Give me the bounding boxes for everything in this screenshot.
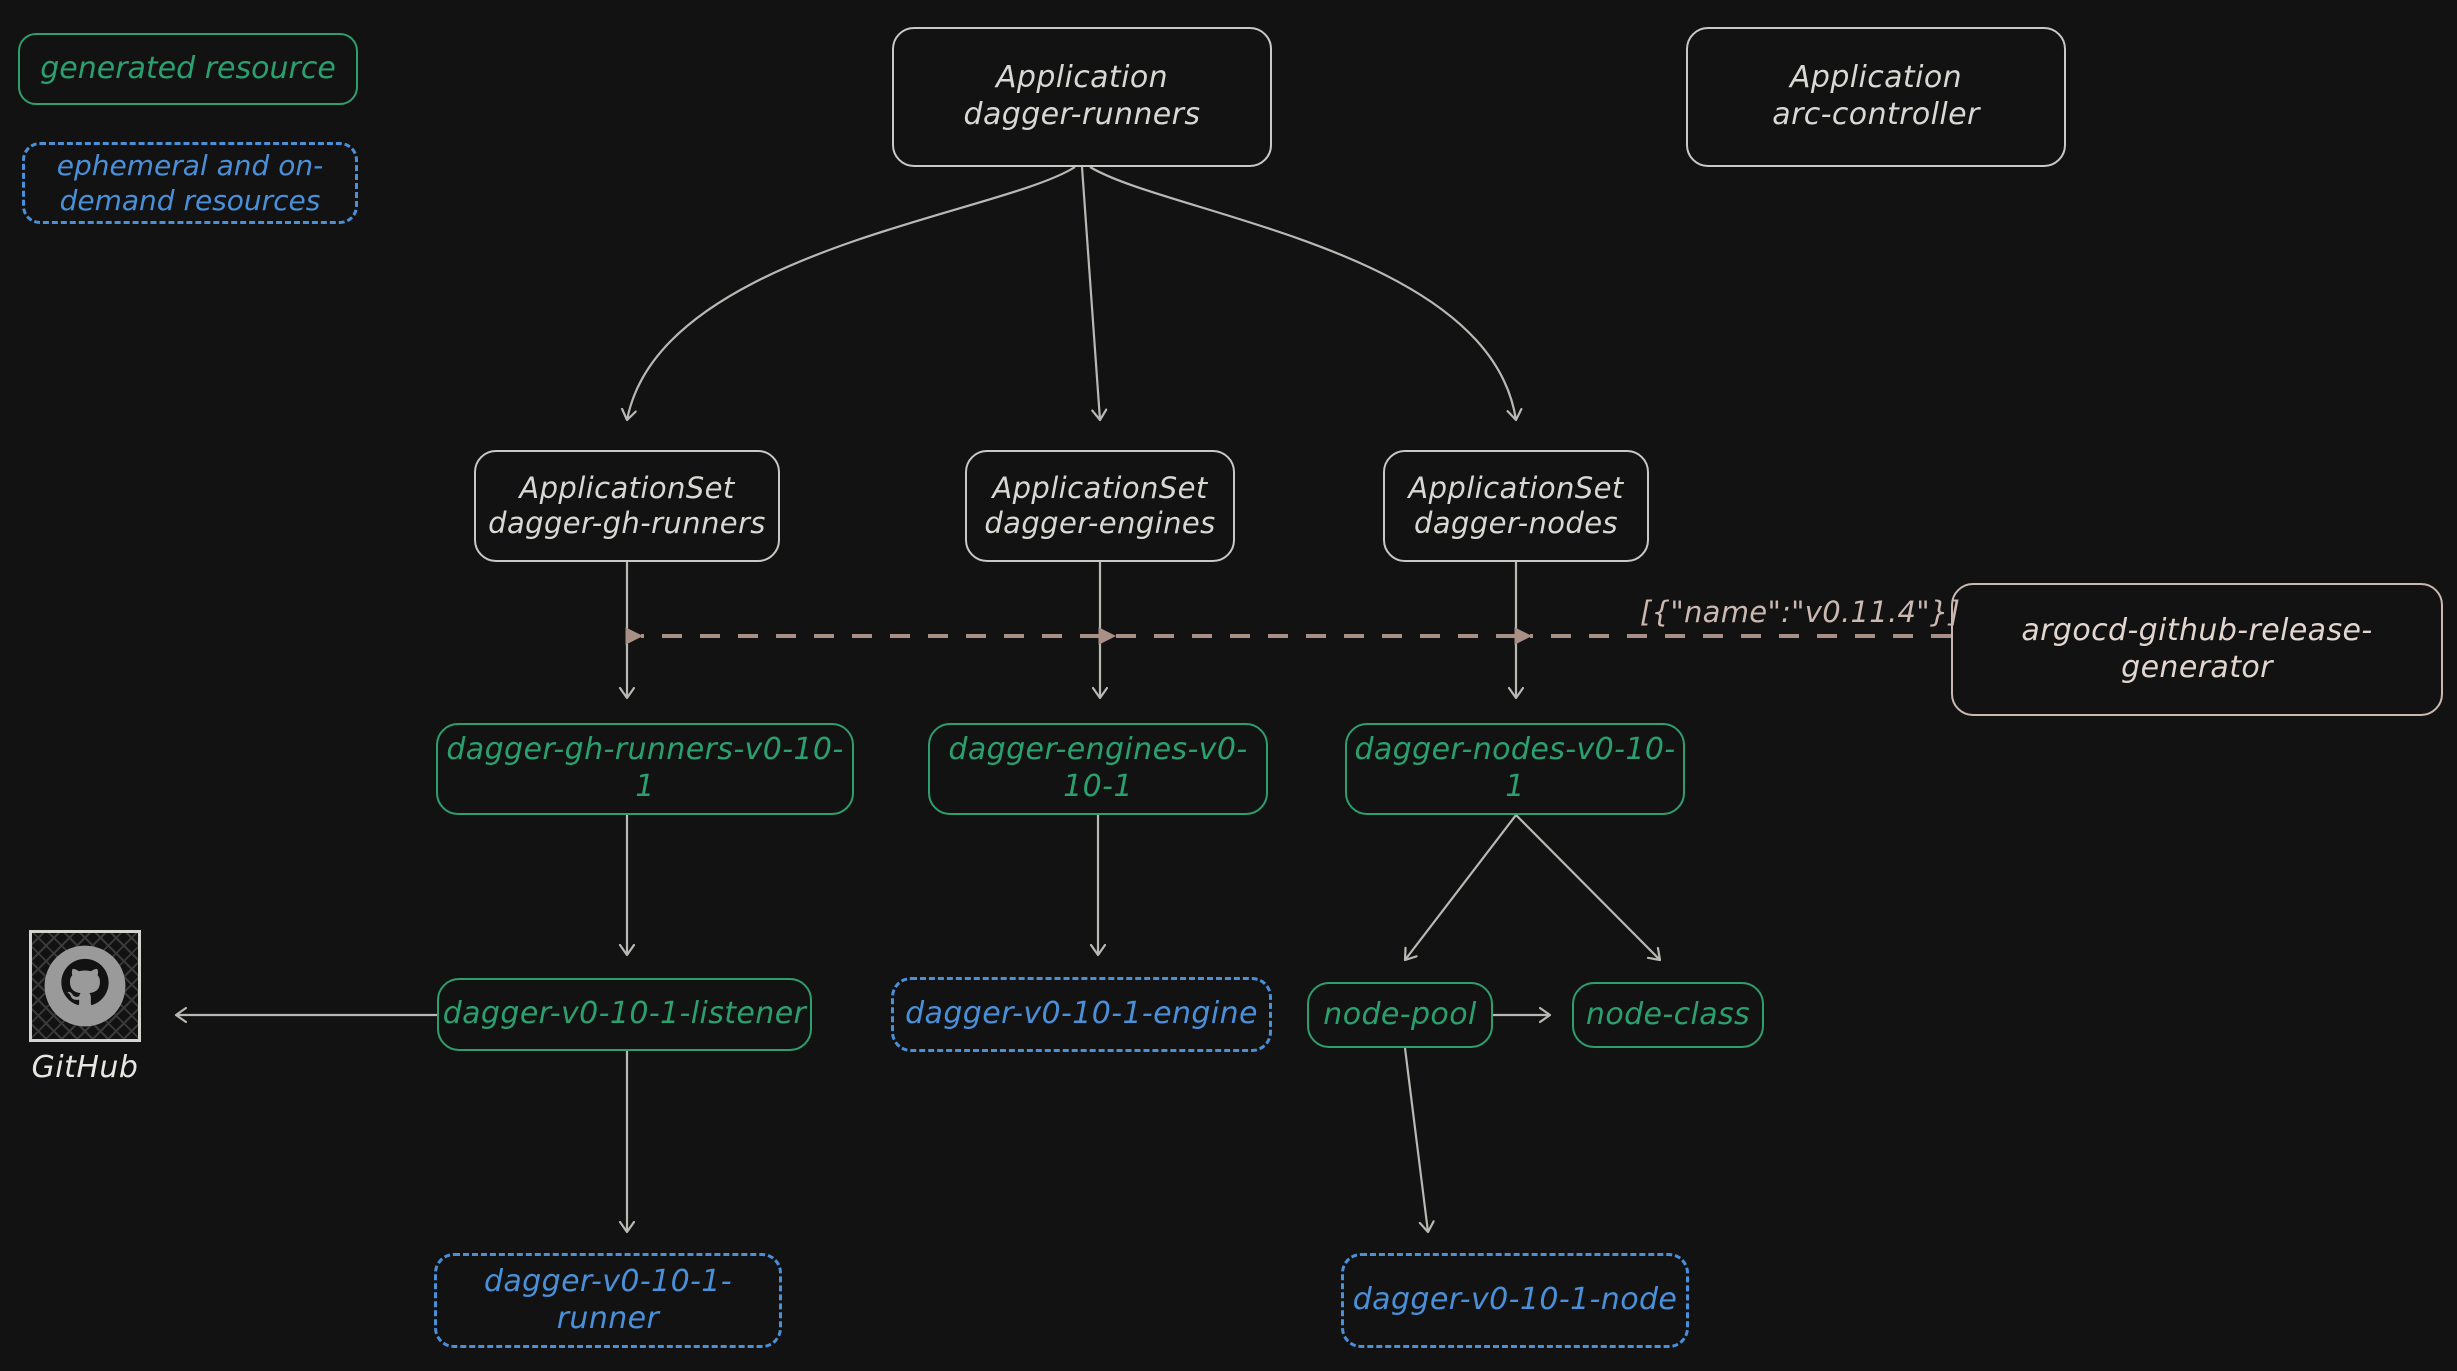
- node-label: dagger-v0-10-1-listener: [442, 996, 807, 1032]
- node-label: dagger-gh-runners-v0-10-1: [446, 732, 844, 804]
- node-label: dagger-nodes-v0-10-1: [1354, 732, 1676, 804]
- node-label: dagger-v0-10-1-runner: [483, 1263, 733, 1336]
- github-label-text: GitHub: [31, 1050, 139, 1085]
- node-dagger-v0-10-1-node[interactable]: dagger-v0-10-1-node: [1341, 1253, 1689, 1348]
- node-dagger-v0-10-1-engine[interactable]: dagger-v0-10-1-engine: [891, 977, 1272, 1052]
- edge-app-to-appset-engines: [1080, 166, 1100, 420]
- github-icon-tile: [29, 930, 141, 1042]
- node-argocd-github-release-generator[interactable]: argocd-github-release-generator: [1951, 583, 2443, 716]
- node-dagger-gh-runners-v0-10-1[interactable]: dagger-gh-runners-v0-10-1: [436, 723, 854, 815]
- node-label: ApplicationSet dagger-engines: [984, 470, 1216, 540]
- node-label: ApplicationSet dagger-gh-runners: [488, 470, 766, 540]
- edge-res-nodes-to-node-pool: [1405, 814, 1517, 960]
- node-application-arc-controller[interactable]: Application arc-controller: [1686, 27, 2066, 167]
- node-label: dagger-v0-10-1-engine: [905, 996, 1258, 1032]
- node-applicationset-dagger-gh-runners[interactable]: ApplicationSet dagger-gh-runners: [474, 450, 780, 562]
- node-dagger-v0-10-1-runner[interactable]: dagger-v0-10-1-runner: [434, 1253, 782, 1348]
- edge-app-to-appset-gh-runners: [627, 166, 1076, 420]
- edge-label-generator-payload: [{"name":"v0.11.4"}]: [1640, 595, 1960, 629]
- legend-ephemeral-resources-label: ephemeral and on- demand resources: [56, 149, 324, 217]
- node-label: dagger-v0-10-1-node: [1352, 1282, 1678, 1318]
- github-node[interactable]: GitHub: [20, 930, 150, 1085]
- legend-ephemeral-resources: ephemeral and on- demand resources: [22, 142, 358, 224]
- node-label: Application dagger-runners: [963, 60, 1201, 132]
- github-label: GitHub: [32, 1050, 139, 1085]
- edge-node-pool-to-node: [1403, 1047, 1428, 1232]
- node-applicationset-dagger-engines[interactable]: ApplicationSet dagger-engines: [965, 450, 1235, 562]
- node-label: dagger-engines-v0-10-1: [948, 732, 1248, 804]
- legend-generated-resource: generated resource: [18, 33, 358, 105]
- node-label: argocd-github-release-generator: [2021, 612, 2373, 685]
- node-node-pool[interactable]: node-pool: [1307, 982, 1493, 1048]
- node-label: node-class: [1585, 996, 1751, 1032]
- node-application-dagger-runners[interactable]: Application dagger-runners: [892, 27, 1272, 167]
- node-label: Application arc-controller: [1772, 60, 1980, 132]
- edge-label-text: [{"name":"v0.11.4"}]: [1640, 595, 1961, 629]
- node-applicationset-dagger-nodes[interactable]: ApplicationSet dagger-nodes: [1383, 450, 1649, 562]
- node-dagger-engines-v0-10-1[interactable]: dagger-engines-v0-10-1: [928, 723, 1268, 815]
- github-octocat-icon: [44, 945, 126, 1027]
- legend-generated-resource-label: generated resource: [40, 51, 336, 87]
- edge-res-nodes-to-node-class: [1515, 814, 1660, 960]
- node-dagger-nodes-v0-10-1[interactable]: dagger-nodes-v0-10-1: [1345, 723, 1685, 815]
- node-label: node-pool: [1323, 996, 1477, 1032]
- node-dagger-v0-10-1-listener[interactable]: dagger-v0-10-1-listener: [437, 978, 812, 1051]
- edge-app-to-appset-nodes: [1089, 166, 1516, 420]
- node-label: ApplicationSet dagger-nodes: [1408, 470, 1624, 540]
- node-node-class[interactable]: node-class: [1572, 982, 1764, 1048]
